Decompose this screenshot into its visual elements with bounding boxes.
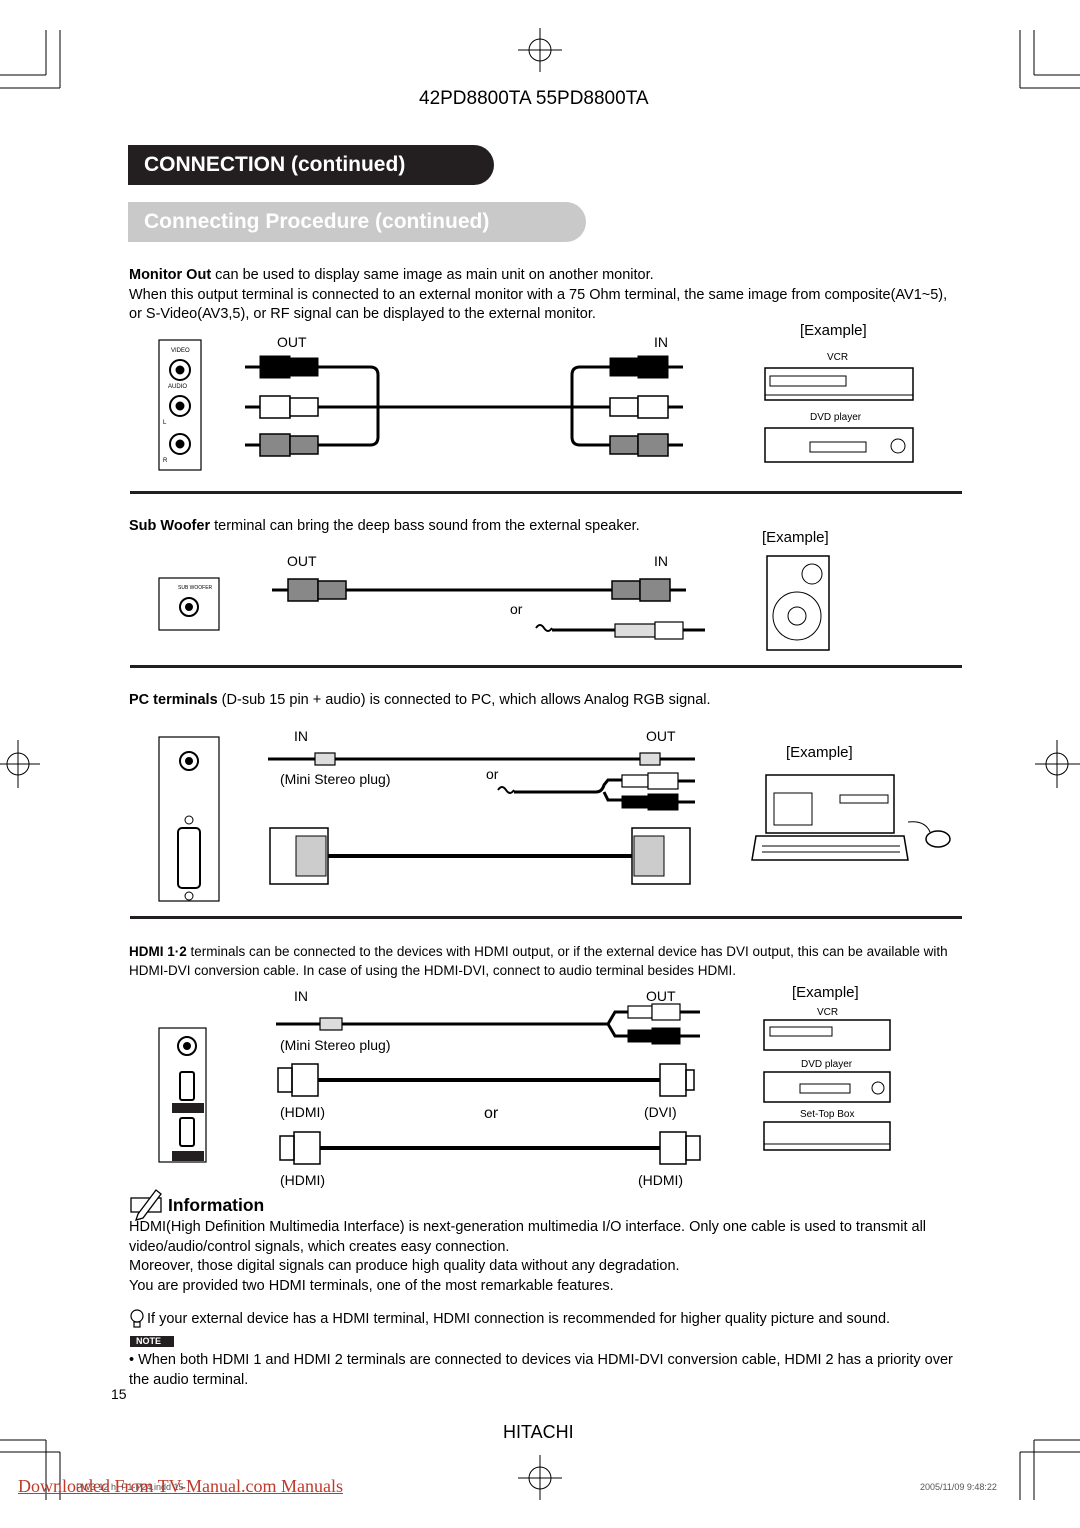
hdmi-cable-label-left: (HDMI) xyxy=(280,1172,326,1188)
monitor-out-example: [Example] xyxy=(800,322,867,339)
download-link[interactable]: Downloaded From TV-Manual.com Manuals xyxy=(18,1476,343,1496)
pc-example: [Example] xyxy=(786,744,853,761)
set-top-box-label: Set-Top Box xyxy=(800,1109,855,1120)
hdmi-description: HDMI 1·2 terminals can be connected to t… xyxy=(129,942,959,980)
sub-woofer-term: Sub Woofer xyxy=(129,518,211,534)
hdmi-vcr-label: VCR xyxy=(817,1007,839,1018)
divider xyxy=(130,491,962,494)
sub-woofer-example: [Example] xyxy=(762,529,829,546)
model-numbers: 42PD8800TA 55PD8800TA xyxy=(419,88,649,109)
monitor-out-in-label: IN xyxy=(654,334,668,350)
sub-woofer-panel-label: SUB WOOFER xyxy=(178,585,213,591)
sub-woofer-description: Sub Woofer terminal can bring the deep b… xyxy=(129,517,959,537)
pc-or: or xyxy=(486,766,499,782)
hdmi-cable-label-right: (HDMI) xyxy=(638,1172,684,1188)
hdmi-in-label: IN xyxy=(294,988,308,1004)
dvi-cable-label: (DVI) xyxy=(644,1104,677,1120)
monitor-out-text1: can be used to display same image as mai… xyxy=(211,267,654,283)
monitor-out-text2: When this output terminal is connected t… xyxy=(129,286,948,323)
divider xyxy=(130,916,962,919)
vcr-label: VCR xyxy=(827,352,849,363)
hdmi-example: [Example] xyxy=(792,984,859,1001)
sub-woofer-text: terminal can bring the deep bass sound f… xyxy=(210,518,640,534)
footer-timestamp: 2005/11/09 9:48:22 xyxy=(920,1482,997,1492)
hdmi-or: or xyxy=(484,1105,499,1122)
pc-in-label: IN xyxy=(294,728,308,744)
hdmi-mini-plug-label: (Mini Stereo plug) xyxy=(280,1037,391,1053)
pc-description: PC terminals (D-sub 15 pin + audio) is c… xyxy=(129,691,959,711)
footer-filename: PW3-12 h- P1-P24.indd 15 xyxy=(76,1482,184,1492)
page-number: 15 xyxy=(111,1386,127,1402)
sub-woofer-out-label: OUT xyxy=(287,553,317,569)
information-p2: Moreover, those digital signals can prod… xyxy=(129,1258,680,1274)
hdmi1-port-label: HDMI1 xyxy=(175,1152,197,1159)
monitor-out-out-label: OUT xyxy=(277,334,307,350)
sub-woofer-in-label: IN xyxy=(654,553,668,569)
hdmi-tip: If your external device has a HDMI termi… xyxy=(147,1311,891,1327)
sub-woofer-or: or xyxy=(510,601,523,617)
pc-text: (D-sub 15 pin + audio) is connected to P… xyxy=(217,692,711,708)
pc-out-label: OUT xyxy=(646,728,676,744)
panel-l-label: L xyxy=(163,420,167,426)
panel-audio-label: AUDIO xyxy=(168,384,188,390)
hdmi-cable-label: (HDMI) xyxy=(280,1104,326,1120)
information-title: Information xyxy=(168,1195,265,1215)
panel-video-label: VIDEO xyxy=(171,348,190,354)
information-p3: You are provided two HDMI terminals, one… xyxy=(129,1277,614,1294)
hdmi-text: terminals can be connected to the device… xyxy=(129,944,948,978)
subsection-title: Connecting Procedure (continued) xyxy=(128,202,586,242)
hdmi-dvd-label: DVD player xyxy=(801,1059,853,1070)
brand-name: HITACHI xyxy=(503,1422,574,1442)
hdmi2-port-label: HDMI2 xyxy=(175,1104,197,1111)
hdmi-term: HDMI 1·2 xyxy=(129,944,187,959)
monitor-out-term: Monitor Out xyxy=(129,267,212,283)
divider xyxy=(130,665,962,668)
hdmi-out-label: OUT xyxy=(646,988,676,1004)
note-badge: NOTE xyxy=(130,1336,174,1347)
section-title: CONNECTION (continued) xyxy=(128,145,494,185)
panel-r-label: R xyxy=(163,458,168,464)
information-p1: HDMI(High Definition Multimedia Interfac… xyxy=(129,1219,927,1255)
information-body: HDMI(High Definition Multimedia Interfac… xyxy=(129,1218,959,1296)
monitor-out-description: Monitor Out can be used to display same … xyxy=(129,266,959,325)
pc-term: PC terminals xyxy=(129,692,218,708)
note-text: • When both HDMI 1 and HDMI 2 terminals … xyxy=(129,1352,953,1388)
pc-mini-plug-label: (Mini Stereo plug) xyxy=(280,771,391,787)
dvd-label: DVD player xyxy=(810,412,862,423)
